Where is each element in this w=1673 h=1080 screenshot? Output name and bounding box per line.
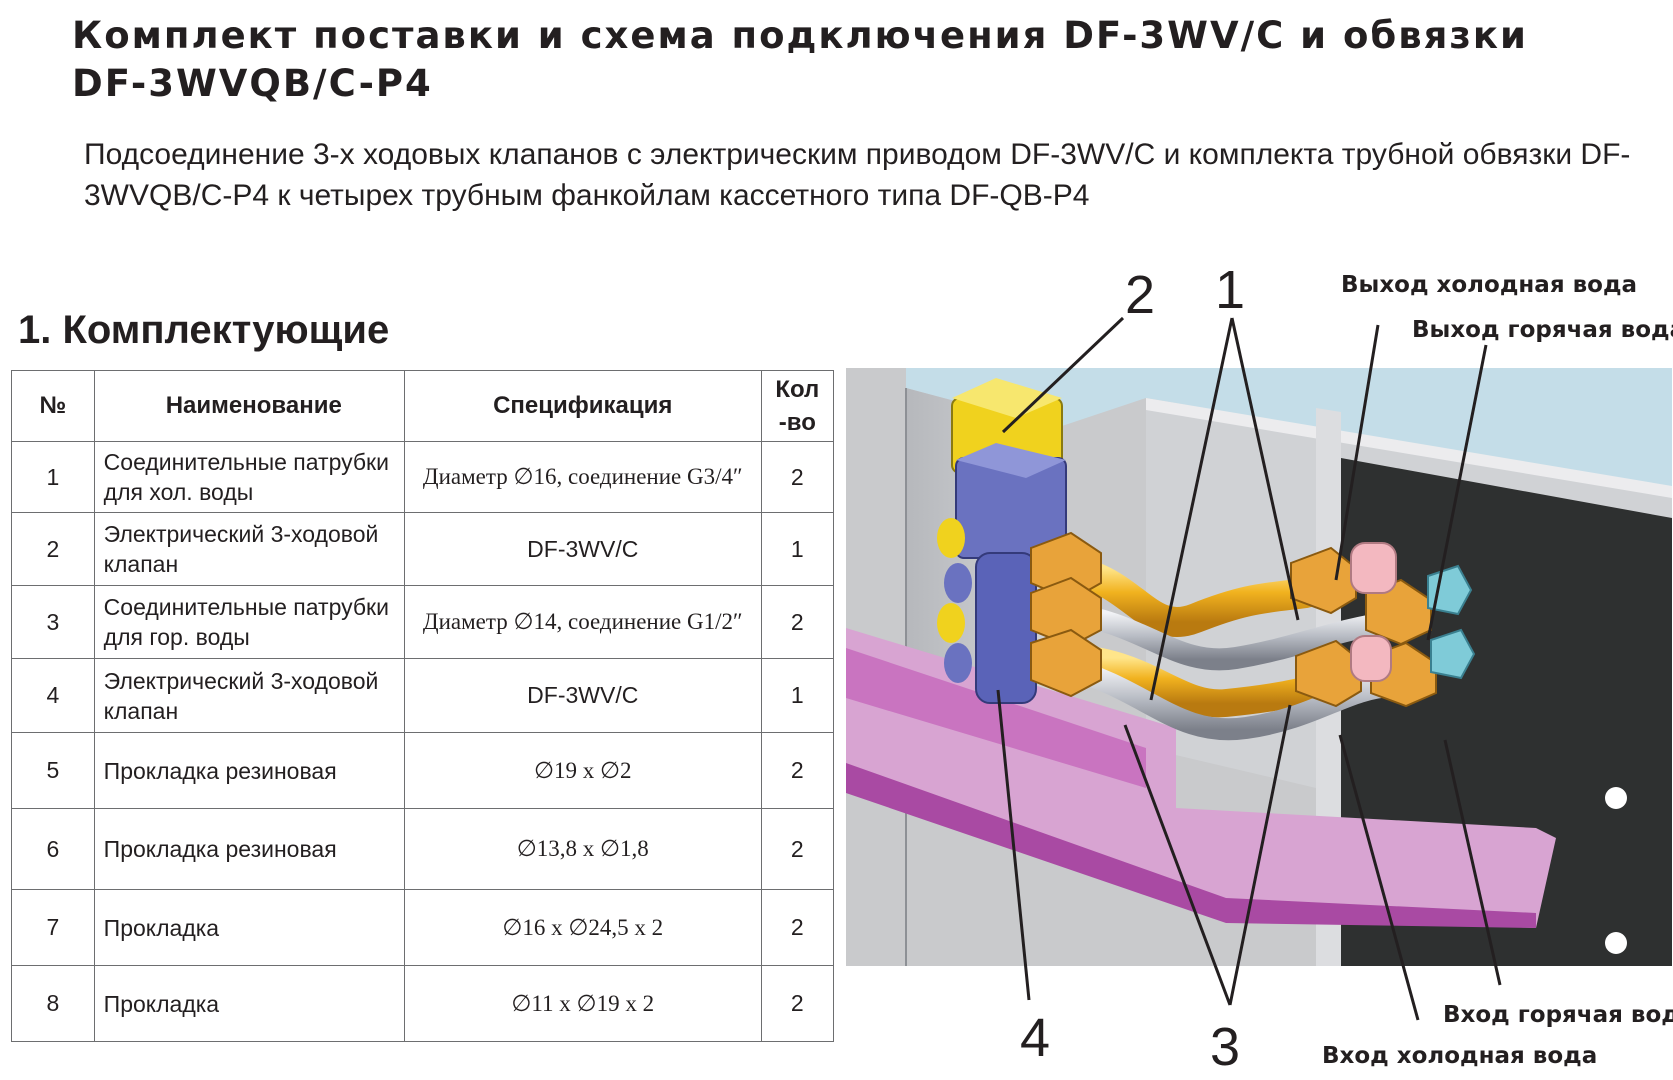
row-name: Прокладка резиновая — [93, 732, 405, 809]
table-row: 1 Соединительные патрубки для хол. воды … — [11, 441, 835, 513]
table-row: 8 Прокладка ∅11 х ∅19 х 2 2 — [11, 965, 835, 1042]
row-number: 8 — [11, 965, 95, 1042]
valve-actuator-lower-top — [956, 443, 1066, 478]
pipe-cap-pink — [1350, 635, 1392, 682]
callout-number-2: 2 — [1125, 265, 1155, 325]
label-hot-water-out: Выход горячая вода — [1412, 317, 1673, 343]
union-nut — [1030, 531, 1102, 602]
union-nut — [1295, 639, 1362, 708]
table-row: 3 Соединительные патрубки для гор. воды … — [11, 585, 835, 659]
silver-pipe-upper — [1055, 602, 1397, 671]
row-spec: ∅11 х ∅19 х 2 — [403, 965, 762, 1042]
row-spec: ∅16 х ∅24,5 х 2 — [403, 889, 762, 966]
callout-number-1: 1 — [1215, 260, 1245, 320]
table-row: 5 Прокладка резиновая ∅19 х ∅2 2 — [11, 732, 835, 809]
valve-port — [937, 603, 965, 643]
table-row: 7 Прокладка ∅16 х ∅24,5 х 2 2 — [11, 889, 835, 966]
row-spec: ∅13,8 х ∅1,8 — [403, 808, 762, 890]
mounting-hole — [1605, 787, 1627, 809]
label-hot-water-in: Вход горячая вода — [1443, 1002, 1673, 1028]
row-qty: 2 — [760, 808, 835, 890]
callout-number-3: 3 — [1210, 1017, 1240, 1077]
row-spec: Диаметр ∅14, соединение G1/2″ — [403, 585, 762, 659]
row-spec: Диаметр ∅16, соединение G3/4″ — [403, 441, 762, 513]
gold-pipe-lower — [1047, 644, 1340, 718]
mounting-hole — [1605, 932, 1627, 954]
label-cold-water-out: Выход холодная вода — [1341, 272, 1637, 298]
row-number: 1 — [11, 441, 95, 513]
row-number: 7 — [11, 889, 95, 966]
table-row: 4 Электрический 3-ходовой клапан DF-3WV/… — [11, 658, 835, 733]
table-header-row: № Наименование Спецификация Кол -во — [11, 370, 835, 442]
valve-body — [975, 552, 1037, 704]
label-cold-water-in: Вход холодная вода — [1322, 1043, 1597, 1069]
row-spec: ∅19 х ∅2 — [403, 732, 762, 809]
valve-port — [944, 643, 972, 683]
header-spec: Спецификация — [403, 370, 762, 442]
row-qty: 2 — [760, 965, 835, 1042]
pipe-cap-pink — [1350, 542, 1397, 594]
fancoil-connection-illustration — [846, 368, 1672, 966]
union-nut — [1030, 576, 1102, 648]
page-subtitle: Подсоединение 3-х ходовых клапанов с эле… — [84, 138, 1631, 212]
page-title: Комплект поставки и схема подключения DF… — [72, 14, 1528, 105]
valve-port — [937, 518, 965, 558]
row-number: 2 — [11, 512, 95, 586]
row-name: Электрический 3-ходовой клапан — [93, 658, 405, 733]
table-row: 6 Прокладка резиновая ∅13,8 х ∅1,8 2 — [11, 808, 835, 890]
row-qty: 2 — [760, 585, 835, 659]
row-name: Прокладка — [93, 965, 405, 1042]
row-number: 5 — [11, 732, 95, 809]
row-name: Электрический 3-ходовой клапан — [93, 512, 405, 586]
header-name: Наименование — [93, 370, 405, 442]
table-row: 2 Электрический 3-ходовой клапан DF-3WV/… — [11, 512, 835, 586]
valve-port — [944, 563, 972, 603]
row-qty: 1 — [760, 512, 835, 586]
drain-tray-inner — [846, 648, 1146, 788]
row-name: Соединительные патрубки для хол. воды — [93, 441, 405, 513]
row-name: Соединительные патрубки для гор. воды — [93, 585, 405, 659]
section-heading: 1. Комплектующие — [18, 308, 390, 352]
row-qty: 1 — [760, 658, 835, 733]
header-number: № — [11, 370, 95, 442]
row-qty: 2 — [760, 441, 835, 513]
components-table: № Наименование Спецификация Кол -во 1 Со… — [11, 370, 835, 1042]
union-nut — [1030, 628, 1102, 698]
row-spec: DF-3WV/C — [403, 658, 762, 733]
row-number: 4 — [11, 658, 95, 733]
row-qty: 2 — [760, 889, 835, 966]
row-qty: 2 — [760, 732, 835, 809]
header-qty: Кол -во — [760, 370, 835, 442]
row-name: Прокладка — [93, 889, 405, 966]
row-spec: DF-3WV/C — [403, 512, 762, 586]
row-number: 3 — [11, 585, 95, 659]
row-name: Прокладка резиновая — [93, 808, 405, 890]
row-number: 6 — [11, 808, 95, 890]
callout-number-4: 4 — [1020, 1008, 1050, 1068]
